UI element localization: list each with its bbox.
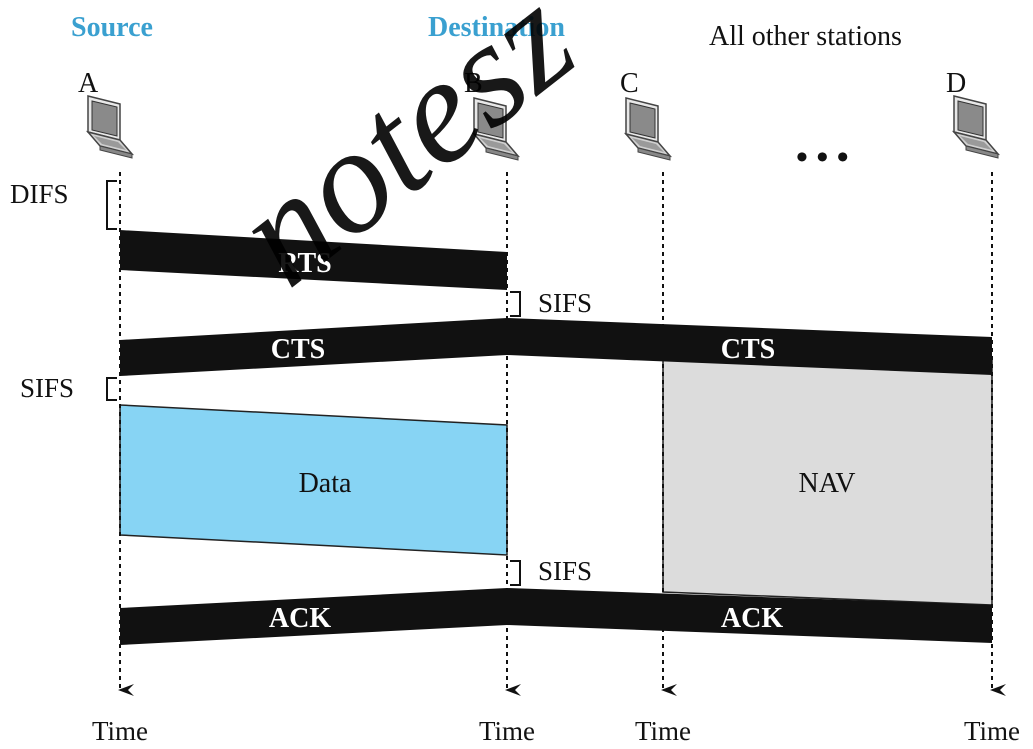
destination-header: Destination: [428, 12, 565, 43]
difs-bracket: [106, 180, 117, 230]
data-label: Data: [299, 468, 352, 499]
time-label-d: Time: [964, 716, 1020, 746]
time-label-b: Time: [479, 716, 535, 746]
laptop-a-icon: [87, 95, 133, 159]
station-b-label: B: [464, 68, 483, 99]
ack-frame: [120, 588, 992, 645]
station-c-label: C: [620, 68, 639, 99]
sifs-label-2: SIFS: [20, 373, 74, 403]
cts-frame: [120, 318, 992, 376]
rts-label: RTS: [278, 248, 331, 279]
source-header: Source: [71, 12, 153, 43]
ellipsis-icon: • • •: [796, 139, 849, 176]
sifs-label-3: SIFS: [538, 556, 592, 586]
ack-label-right: ACK: [721, 603, 783, 634]
sifs-label-1: SIFS: [538, 288, 592, 318]
station-d-label: D: [946, 68, 966, 99]
rts-frame: [120, 230, 507, 290]
data-frame: [119, 404, 508, 556]
time-label-c: Time: [635, 716, 691, 746]
all-other-stations-header: All other stations: [709, 21, 902, 52]
sifs-bracket-1: [510, 291, 521, 317]
ack-label-left: ACK: [269, 603, 331, 634]
cts-label-left: CTS: [271, 334, 325, 365]
laptop-d-icon: [953, 95, 999, 159]
cts-label-right: CTS: [721, 334, 775, 365]
sifs-bracket-2: [106, 377, 117, 401]
difs-label: DIFS: [10, 179, 69, 209]
nav-label: NAV: [798, 468, 855, 499]
laptop-c-icon: [625, 97, 671, 161]
sifs-bracket-3: [510, 560, 521, 586]
station-a-label: A: [78, 68, 99, 99]
time-label-a: Time: [92, 716, 148, 746]
